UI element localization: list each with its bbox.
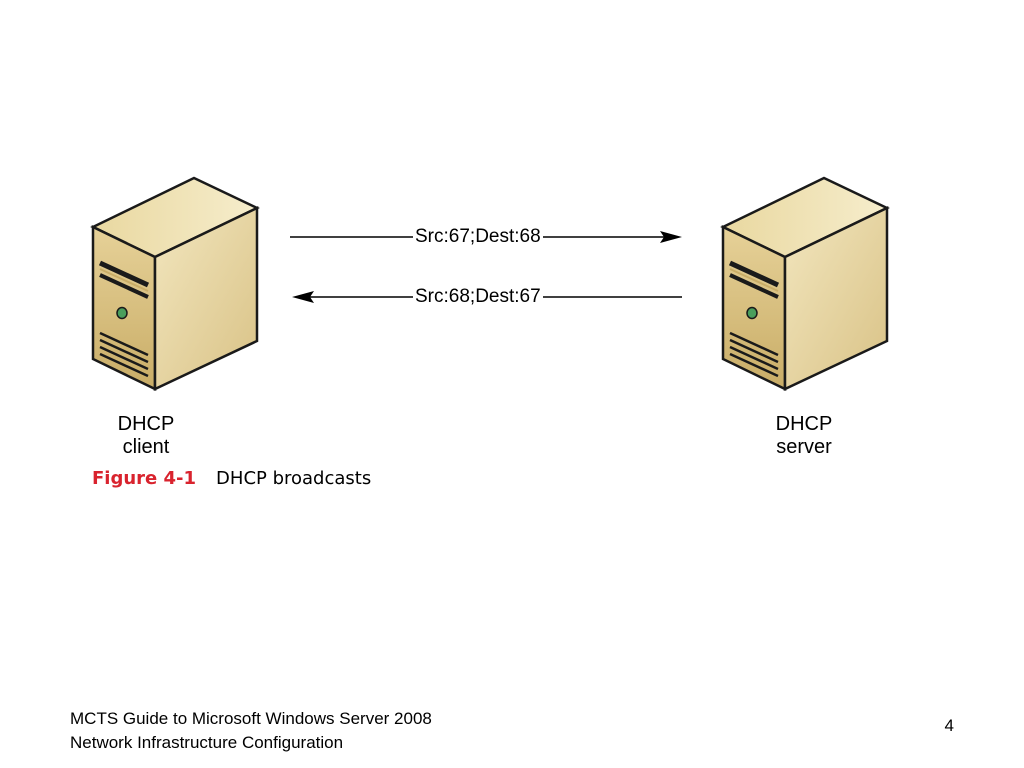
page-number: 4 (944, 716, 954, 735)
footer-line1: MCTS Guide to Microsoft Windows Server 2… (70, 709, 432, 728)
arrowhead-left (292, 291, 314, 303)
slide-footer: MCTS Guide to Microsoft Windows Server 2… (70, 707, 432, 755)
arrowhead-right (660, 231, 682, 243)
server-label-line1: DHCP (775, 413, 833, 435)
server-label-line2: server (776, 436, 832, 458)
dhcp-server-icon (720, 175, 892, 393)
arrow-label-2: Src:68;Dest:67 (413, 286, 543, 308)
dhcp-client-server-icon (90, 175, 262, 393)
figure-number: Figure 4-1 (92, 468, 197, 489)
figure-caption: Figure 4-1 DHCP broadcasts (92, 468, 371, 489)
arrow-label-1: Src:67;Dest:68 (413, 226, 543, 248)
server-label: DHCP server (724, 413, 884, 459)
figure-title: DHCP broadcasts (216, 468, 372, 489)
client-label: DHCP client (66, 413, 226, 459)
footer-line2: Network Infrastructure Configuration (70, 733, 344, 752)
client-label-line1: DHCP (117, 413, 175, 435)
client-label-line2: client (122, 436, 170, 458)
